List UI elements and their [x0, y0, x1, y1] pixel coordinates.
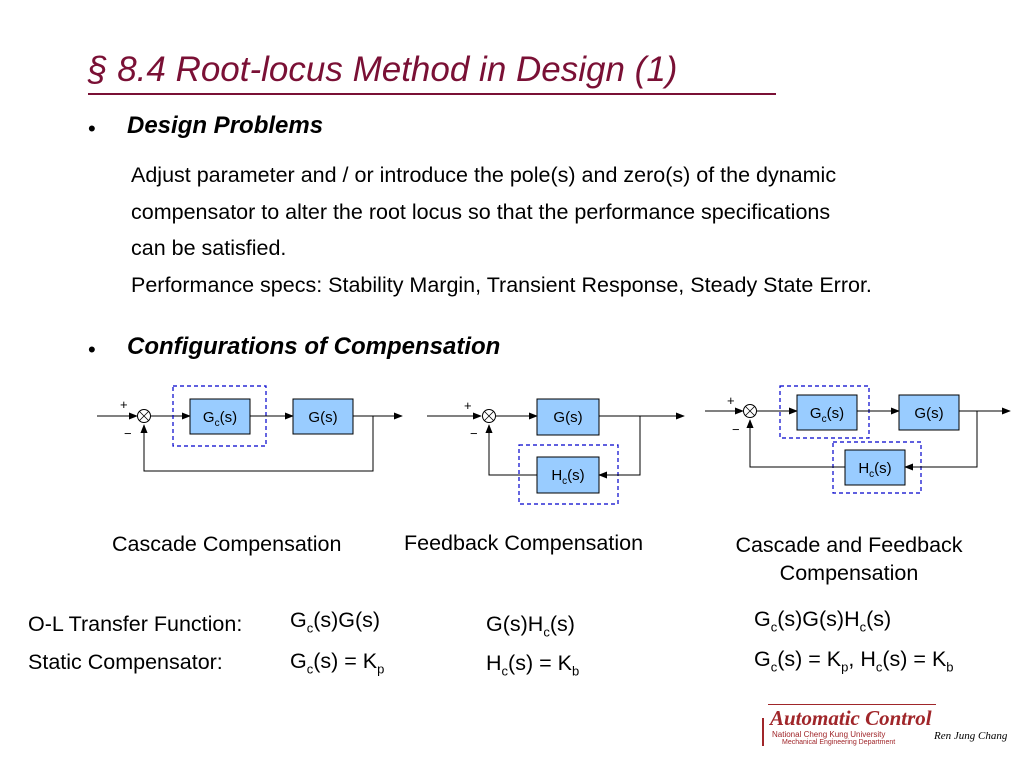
label-cascade-feedback: Cascade and Feedback Compensation	[735, 533, 963, 585]
slide-title: § 8.4 Root-locus Method in Design (1)	[88, 50, 678, 89]
label-cascade: Cascade Compensation	[112, 532, 342, 556]
g-label: G(s)	[553, 409, 582, 426]
diagram-feedback: + − G(s) Hc(s)	[427, 398, 685, 505]
svg-text:Hc(s): Hc(s)	[551, 467, 584, 487]
svg-text:Gc(s): Gc(s)	[810, 405, 844, 425]
gc-label: G	[810, 405, 822, 422]
logo-author: Ren Jung Chang	[934, 730, 1008, 742]
label-static-compensator: Static Compensator:	[28, 650, 223, 674]
g-block	[292, 398, 354, 435]
logo-rule	[768, 704, 936, 705]
formula-ol-both: Gc(s)G(s)Hc(s)	[754, 607, 892, 635]
svg-text:Hc(s): Hc(s)	[858, 460, 891, 480]
formula-ol-cascade: Gc(s)G(s)	[290, 608, 381, 636]
logo-department: Mechanical Engineering Department	[782, 739, 896, 746]
paragraph-line-2: compensator to alter the root locus so t…	[131, 200, 831, 224]
g-label: G(s)	[308, 409, 337, 426]
diagram-cascade: + − Gc(s) G(s)	[97, 385, 403, 472]
plus-sign: +	[727, 393, 735, 408]
logo-university: National Cheng Kung University	[772, 730, 886, 739]
logo-block: Automatic Control National Cheng Kung Un…	[762, 702, 1012, 752]
bullet-configurations: Configurations of Compensation	[127, 333, 501, 360]
formula-static-both: Gc(s) = Kp, Hc(s) = Kb	[754, 647, 954, 675]
gc-block	[796, 394, 858, 431]
g-block	[898, 394, 960, 431]
label-ol-transfer: O-L Transfer Function:	[28, 612, 243, 636]
minus-sign: −	[732, 422, 740, 437]
logo-automatic-control: Automatic Control	[770, 706, 932, 730]
diagram-cascade-feedback: + − Gc(s) G(s) Hc(s)	[705, 385, 1011, 494]
performance-specs: Performance specs: Stability Margin, Tra…	[131, 273, 872, 297]
formula-ol-feedback: G(s)Hc(s)	[486, 612, 575, 640]
bullet-marker: •	[88, 116, 96, 141]
bullet-design-problems: Design Problems	[127, 112, 324, 139]
svg-text:Gc(s): Gc(s)	[203, 409, 237, 429]
compensator-highlight	[779, 385, 870, 439]
formula-static-feedback: Hc(s) = Kb	[486, 651, 580, 679]
plus-sign: +	[464, 398, 472, 413]
label-feedback: Feedback Compensation	[404, 531, 644, 555]
minus-sign: −	[470, 426, 478, 441]
bullet-marker: •	[88, 337, 96, 362]
g-label: G(s)	[914, 405, 943, 422]
title-underline	[88, 93, 776, 95]
paragraph-line-3: can be satisfied.	[131, 236, 287, 260]
gc-label: G	[203, 409, 215, 426]
plus-sign: +	[120, 397, 128, 412]
g-block	[536, 398, 600, 436]
paragraph-line-1: Adjust parameter and / or introduce the …	[131, 163, 837, 187]
formula-static-cascade: Gc(s) = Kp	[290, 649, 385, 677]
hc-label: H	[551, 467, 562, 484]
minus-sign: −	[124, 426, 132, 441]
gc-block	[189, 398, 251, 435]
hc-label: H	[858, 460, 869, 477]
hc-block	[844, 449, 906, 486]
logo-bar	[762, 718, 764, 746]
